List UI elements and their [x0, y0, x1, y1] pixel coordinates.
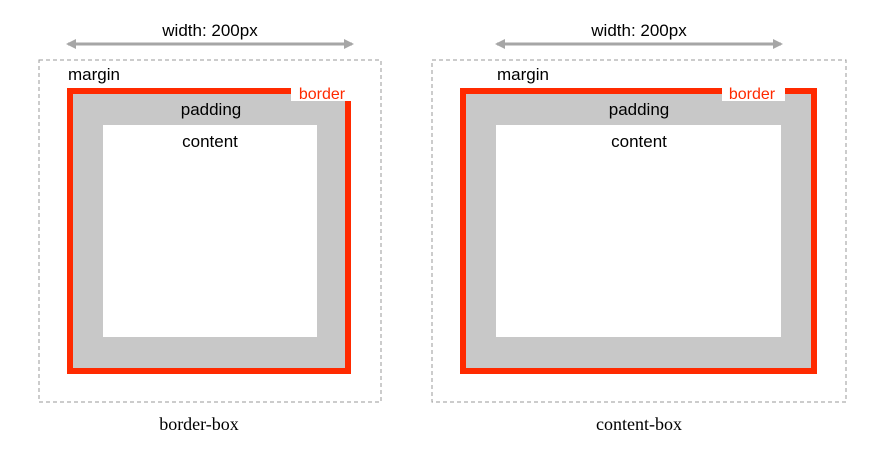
width-label: width: 200px — [590, 21, 687, 40]
content-area — [103, 125, 317, 337]
margin-area — [38, 59, 382, 403]
border-label: border — [299, 86, 346, 103]
border-label-bg — [291, 85, 354, 101]
margin-area — [431, 59, 847, 403]
margin-label: margin — [68, 65, 120, 84]
padding-label: padding — [609, 100, 670, 119]
caption: content-box — [596, 414, 682, 434]
border-box-diagram: width: 200px margin border padding conte… — [38, 21, 382, 434]
content-label: content — [182, 132, 238, 151]
content-area — [496, 125, 781, 337]
caption: border-box — [159, 414, 239, 434]
margin-label: margin — [497, 65, 549, 84]
content-label: content — [611, 132, 667, 151]
border-label: border — [729, 86, 776, 103]
width-label: width: 200px — [161, 21, 258, 40]
content-box-diagram: width: 200px margin border padding conte… — [431, 21, 847, 434]
border-label-bg — [722, 85, 785, 101]
padding-label: padding — [181, 100, 242, 119]
